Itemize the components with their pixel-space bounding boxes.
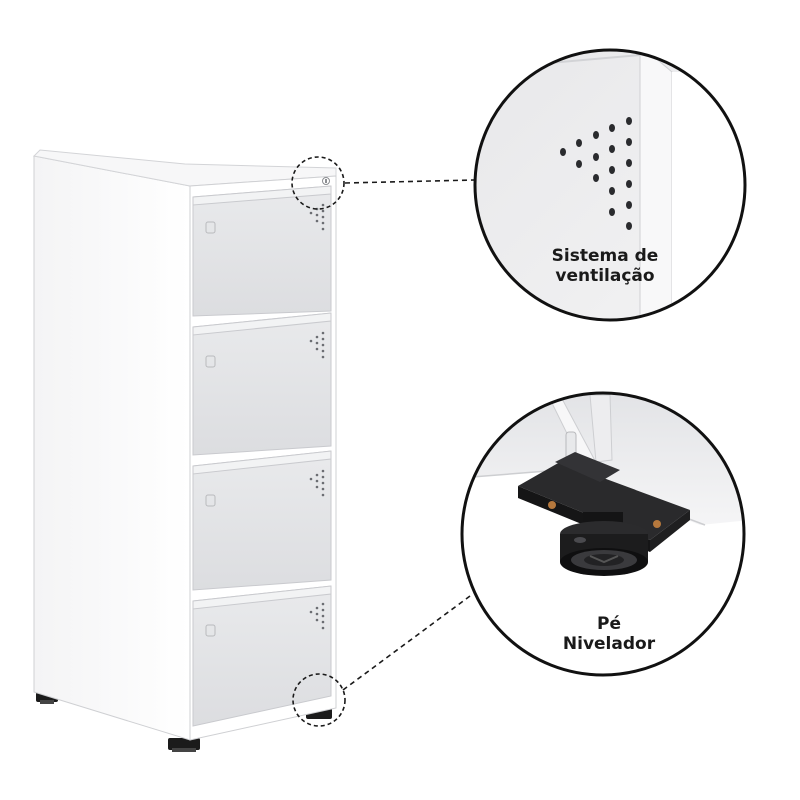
leveling-foot-label-line2: Nivelador xyxy=(562,634,656,654)
leveling-foot-label: Pé Nivelador xyxy=(524,614,694,654)
ventilation-label-line2: ventilação xyxy=(555,266,655,286)
filing-cabinet xyxy=(32,149,337,752)
drawer-1 xyxy=(192,185,332,317)
leveling-foot-zoom-circle xyxy=(460,391,746,677)
ventilation-label-line1: Sistema de xyxy=(551,246,659,266)
cabinet-side-panel xyxy=(33,155,191,741)
callout-ventilation-marker xyxy=(291,156,475,210)
drawer-4 xyxy=(192,585,332,727)
drawer-2 xyxy=(192,312,332,456)
drawer-3 xyxy=(192,450,332,591)
lock-icon xyxy=(322,177,330,185)
ventilation-zoom-circle xyxy=(473,48,747,322)
leveling-foot-label-line1: Pé xyxy=(597,614,621,634)
ventilation-label: Sistema de ventilação xyxy=(520,246,690,286)
leveling-foot-icon xyxy=(518,452,690,576)
vent-holes xyxy=(560,117,632,230)
callout-foot-marker xyxy=(292,595,471,727)
